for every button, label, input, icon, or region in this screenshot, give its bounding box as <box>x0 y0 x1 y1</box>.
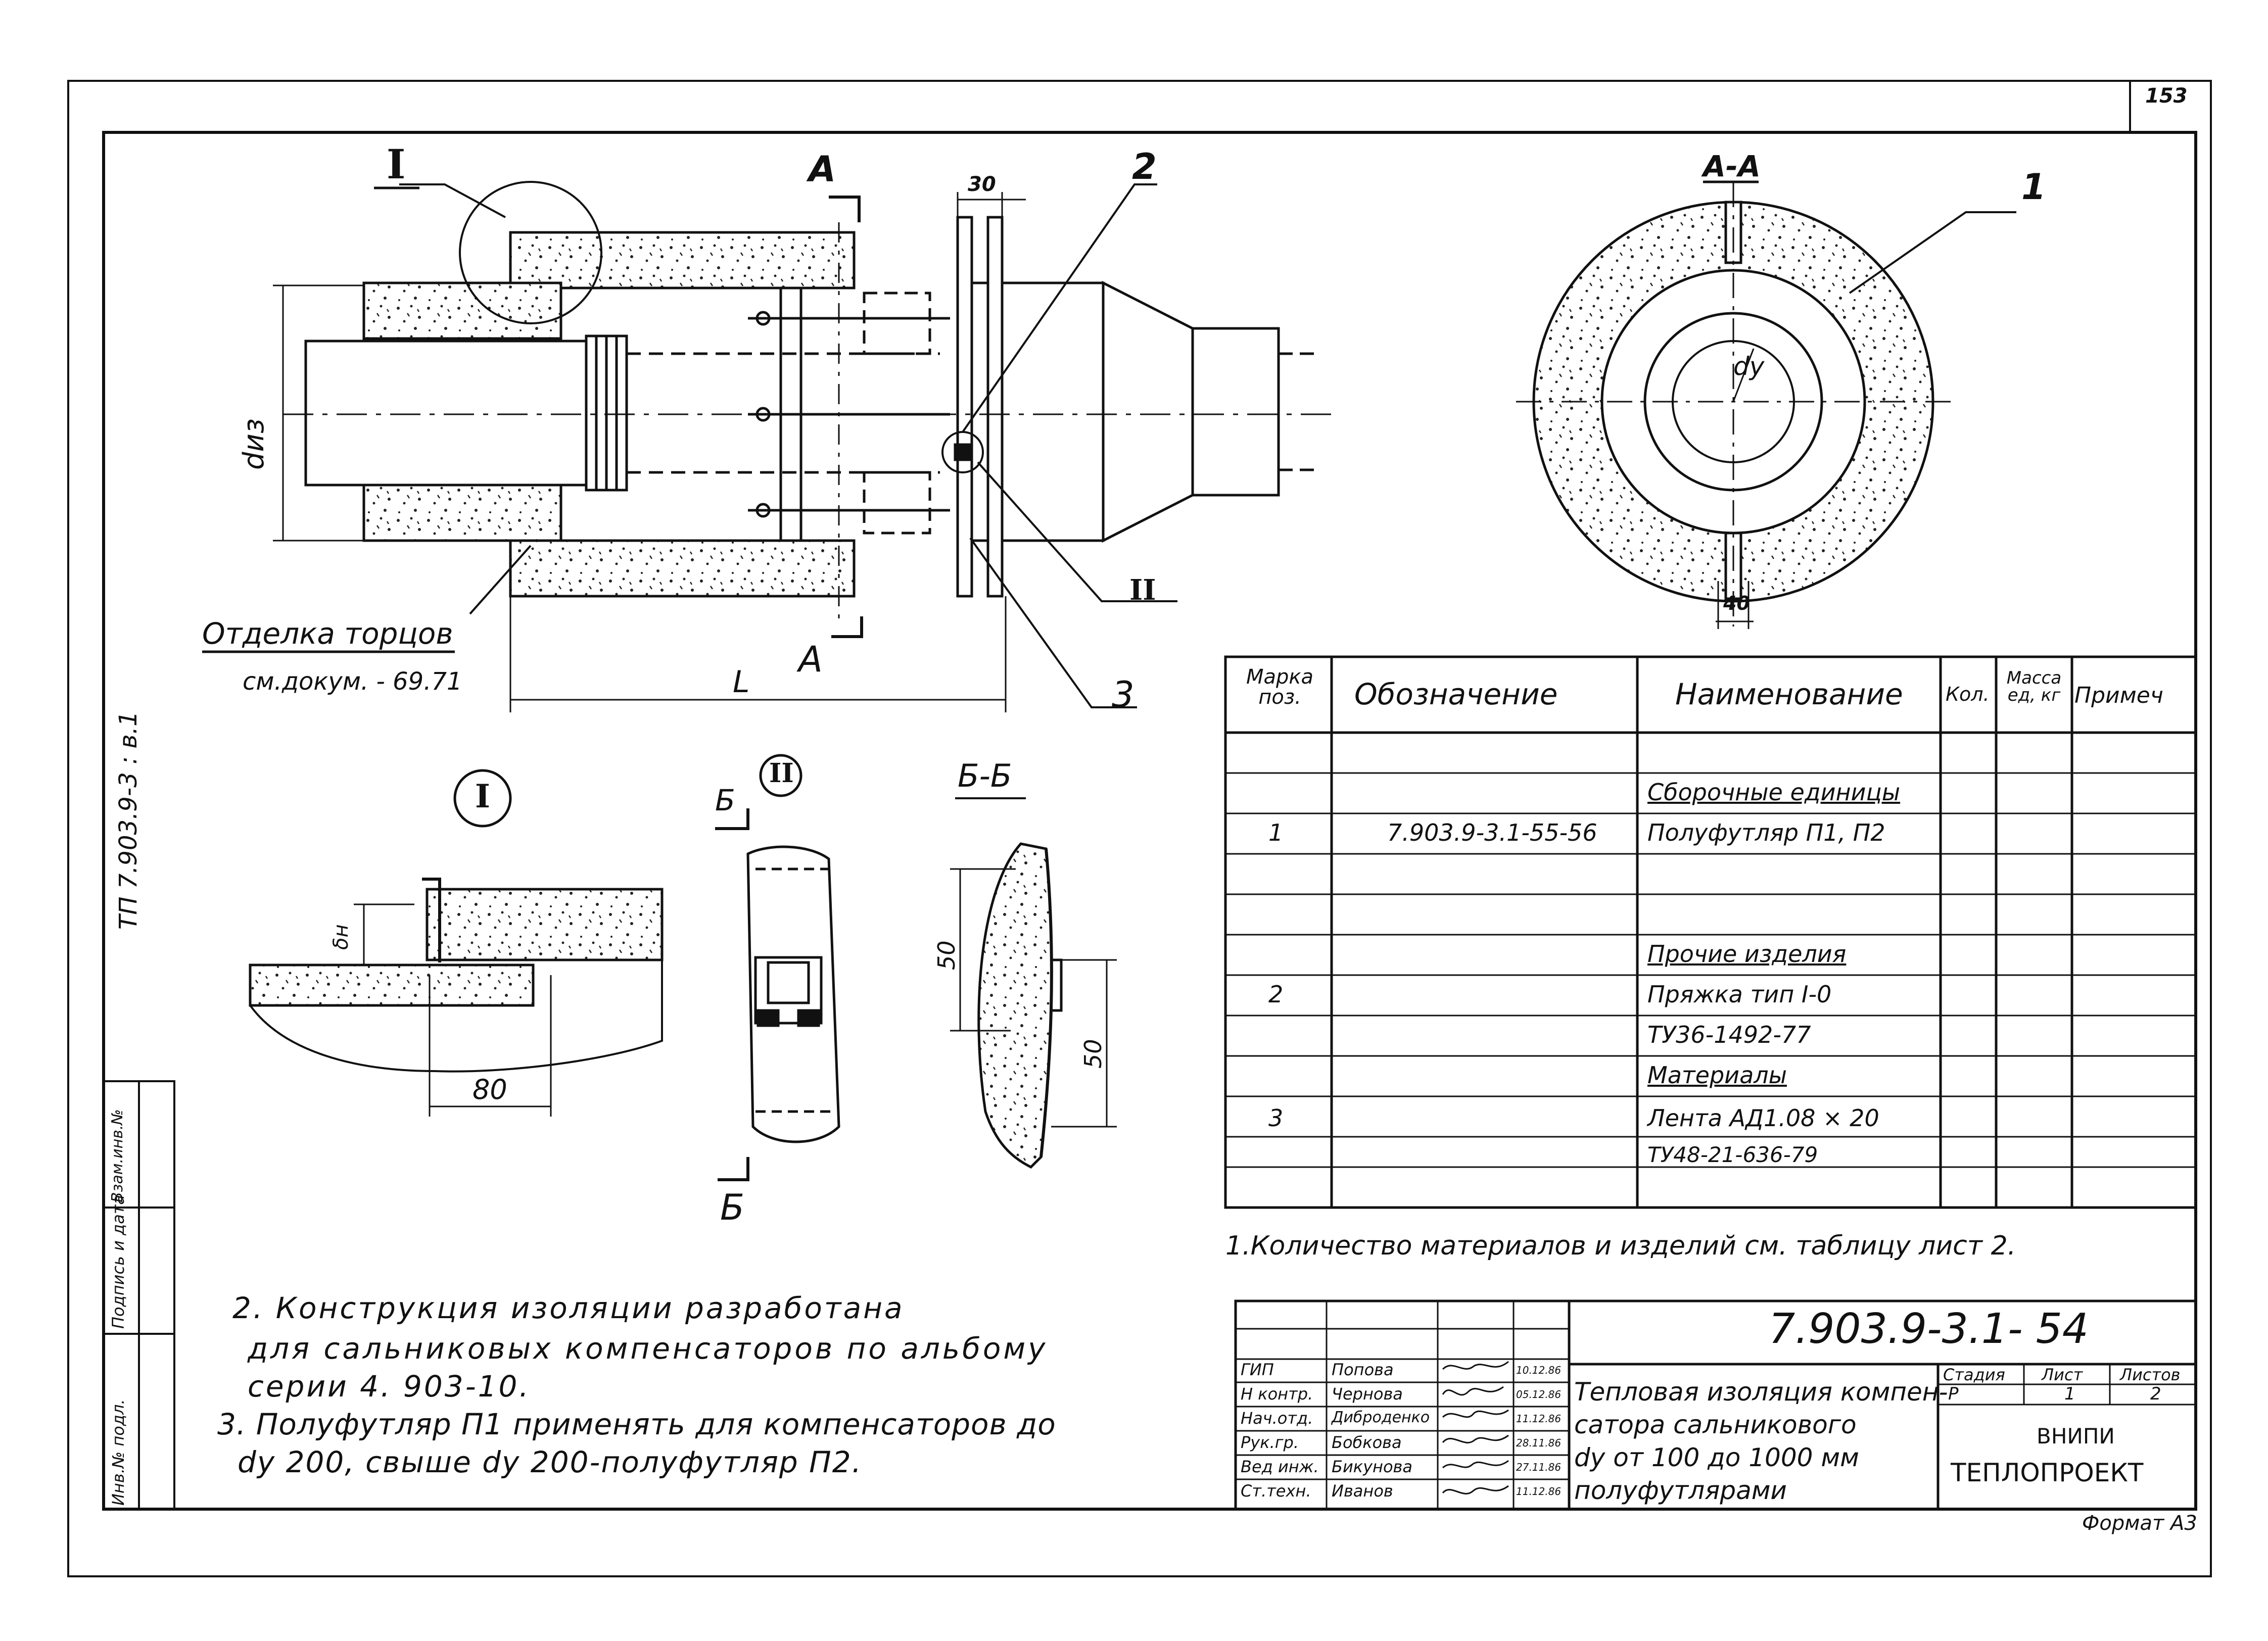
sheet-value: 1 <box>2064 1384 2075 1404</box>
spec-header-mass: Масса ед, кг <box>2006 668 2062 705</box>
spec-row-name: Материалы <box>1647 1061 1787 1089</box>
main-view <box>202 181 1334 712</box>
title-line2: сатора сальникового <box>1574 1410 1857 1439</box>
sig-date: 05.12.86 <box>1516 1388 1562 1401</box>
stage-header: Стадия <box>1943 1365 2005 1384</box>
dim-30: 30 <box>968 173 996 196</box>
sheets-header: Листов <box>2120 1365 2181 1384</box>
detail-i-dim-dn: δн <box>329 924 353 950</box>
title-line1: Тепловая изоляция компен- <box>1574 1377 1948 1407</box>
pos-2-label: 2 <box>1132 146 1157 187</box>
doc-number: 7.903.9-3.1- 54 <box>1769 1305 2089 1353</box>
title-block-grid <box>1234 1299 2197 1511</box>
side-stamp-grid <box>103 1080 175 1510</box>
sig-name: Попова <box>1332 1360 1394 1379</box>
side-stamp-inv: Инв.№ подл. <box>109 1399 128 1506</box>
sig-role: Рук.гр. <box>1241 1433 1299 1452</box>
stage-value: Р <box>1948 1384 1959 1404</box>
spec-row-name: Прочие изделия <box>1647 940 1847 968</box>
section-a-top: А <box>809 149 836 190</box>
section-bb-view <box>950 797 1117 1169</box>
spec-row-designation: 7.903.9-3.1-55-56 <box>1387 819 1597 846</box>
format-label: Формат А3 <box>2082 1512 2197 1535</box>
sig-date: 27.11.86 <box>1516 1461 1562 1473</box>
sig-role: ГИП <box>1241 1360 1274 1379</box>
sheet-header: Лист <box>2042 1365 2083 1384</box>
sig-role: Н контр. <box>1241 1384 1313 1404</box>
sig-role: Ст.техн. <box>1241 1481 1311 1501</box>
detail-i-view <box>249 769 664 1117</box>
spec-table-grid <box>1224 655 2197 1209</box>
note-2-line2: для сальниковых компенсаторов по альбому <box>248 1331 1048 1366</box>
detail-i-label: I <box>475 778 490 815</box>
spec-row-name: ТУ36-1492-77 <box>1647 1021 1811 1048</box>
side-document-code: ТП 7.903.9-3 : в.1 <box>114 711 143 930</box>
pos-3-label: 3 <box>1112 674 1135 715</box>
sig-role: Вед инж. <box>1241 1457 1319 1476</box>
note-3-line1: 3. Полуфутляр П1 применять для компенсат… <box>217 1407 1056 1441</box>
signatures-scribbles <box>1442 1361 1509 1494</box>
title-line3: dy от 100 до 1000 мм <box>1574 1443 1859 1472</box>
spec-row-pos: 2 <box>1268 981 1284 1008</box>
sig-name: Иванов <box>1332 1481 1393 1501</box>
detail-i-dim-80: 80 <box>472 1074 507 1105</box>
note-2-line1: 2. Конструкция изоляции разработана <box>232 1291 905 1325</box>
detail-ii-mark-top: Б <box>715 783 735 817</box>
finish-note-ref: см.докум. - 69.71 <box>243 667 462 696</box>
sig-role: Нач.отд. <box>1241 1409 1313 1428</box>
spec-header-note: Примеч <box>2074 683 2163 708</box>
spec-row-name: Полуфутляр П1, П2 <box>1647 819 1885 846</box>
section-aa-dy: dy <box>1733 352 1765 381</box>
section-aa-title: А-А <box>1703 149 1761 183</box>
dim-diz-label: dиз <box>238 418 270 470</box>
finish-note-title: Отделка торцов <box>202 616 453 651</box>
org-line1: ВНИПИ <box>2037 1424 2115 1449</box>
spec-row-name: ТУ48-21-636-79 <box>1647 1142 1818 1167</box>
sheets-value: 2 <box>2150 1384 2161 1404</box>
spec-row-name: Лента АД1.08 × 20 <box>1647 1104 1879 1132</box>
side-stamp-sign: Подпись и дата <box>109 1194 128 1329</box>
section-aa-pos-1: 1 <box>2021 166 2046 208</box>
note-2-line3: серии 4. 903-10. <box>248 1369 531 1404</box>
sig-date: 10.12.86 <box>1516 1364 1562 1376</box>
sig-name: Чернова <box>1332 1384 1403 1404</box>
sig-date: 28.11.86 <box>1516 1437 1562 1449</box>
sig-name: Бикунова <box>1332 1457 1412 1476</box>
spec-header-designation: Обозначение <box>1354 677 1558 711</box>
detail-ii-view <box>715 754 840 1181</box>
sig-date: 11.12.86 <box>1516 1485 1562 1498</box>
spec-row-pos: 1 <box>1268 819 1284 846</box>
spec-row-name: Пряжка тип I-0 <box>1647 981 1832 1008</box>
detail-ii-mark-bottom: Б <box>720 1187 745 1228</box>
section-bb-title: Б-Б <box>958 757 1012 794</box>
sig-name: Диброденко <box>1332 1409 1430 1426</box>
dim-L-label: L <box>733 664 750 700</box>
spec-row-name: Сборочные единицы <box>1647 779 1901 806</box>
page-number: 153 <box>2145 84 2188 108</box>
note-1: 1.Количество материалов и изделий см. та… <box>1225 1231 2016 1261</box>
section-bb-dim-50b: 50 <box>1079 1039 1107 1069</box>
spec-row-pos: 3 <box>1268 1104 1284 1132</box>
detail-ii-label: II <box>769 758 794 789</box>
sig-date: 11.12.86 <box>1516 1413 1562 1425</box>
org-line2: ТЕПЛОПРОЕКТ <box>1951 1458 2144 1487</box>
spec-header-qty: Кол. <box>1946 683 1990 705</box>
section-bb-dim-50a: 50 <box>933 940 960 970</box>
spec-header-name: Наименование <box>1675 677 1903 711</box>
section-aa-dim-40: 40 <box>1723 592 1750 614</box>
note-3-line2: dy 200, свыше dy 200-полуфутляр П2. <box>238 1445 863 1479</box>
side-stamp-replace: Взам.инв.№ <box>109 1109 126 1202</box>
callout-i-label: I <box>387 140 406 188</box>
section-a-bottom: А <box>798 639 823 680</box>
sig-name: Бобкова <box>1332 1433 1402 1452</box>
spec-header-pos: Марка поз. <box>1246 665 1314 709</box>
title-line4: полуфутлярами <box>1574 1476 1787 1505</box>
callout-ii-label: II <box>1129 573 1156 607</box>
section-aa-view <box>1516 180 2016 629</box>
